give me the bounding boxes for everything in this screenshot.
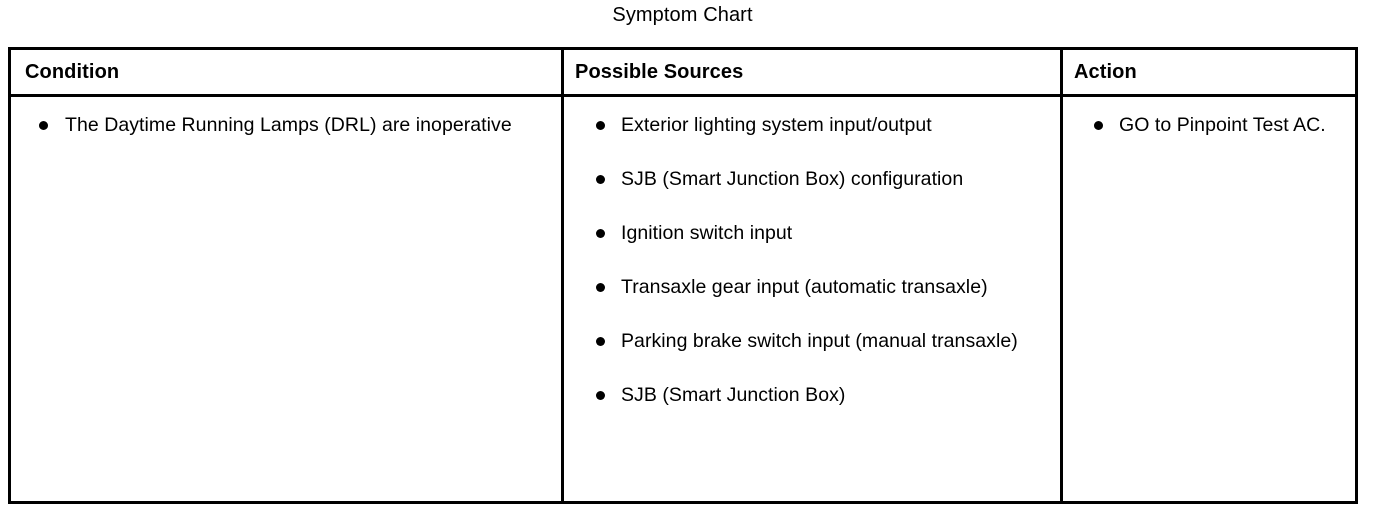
list-item-label: GO to Pinpoint Test AC. xyxy=(1119,114,1326,136)
list-item: Exterior lighting system input/output xyxy=(575,110,1060,140)
cell-possible-sources: Exterior lighting system input/output SJ… xyxy=(564,97,1060,501)
bullet-icon xyxy=(1094,121,1103,130)
action-list: GO to Pinpoint Test AC. xyxy=(1074,110,1355,140)
bullet-icon xyxy=(596,121,605,130)
table-row: The Daytime Running Lamps (DRL) are inop… xyxy=(11,97,1355,501)
bullet-icon xyxy=(39,121,48,130)
header-separator-line xyxy=(11,94,1355,97)
bullet-icon xyxy=(596,337,605,346)
cell-action: GO to Pinpoint Test AC. xyxy=(1063,97,1355,501)
table-header-row: Condition Possible Sources Action xyxy=(11,50,1355,94)
list-item: SJB (Smart Junction Box) xyxy=(575,380,1060,410)
list-item-label: Ignition switch input xyxy=(621,222,793,244)
bullet-icon xyxy=(596,391,605,400)
list-item-label: Parking brake switch input (manual trans… xyxy=(621,330,1018,352)
list-item-label: The Daytime Running Lamps (DRL) are inop… xyxy=(65,114,512,136)
column-header-possible-sources: Possible Sources xyxy=(575,60,744,83)
page-title: Symptom Chart xyxy=(612,4,753,26)
list-item: GO to Pinpoint Test AC. xyxy=(1074,110,1355,140)
bullet-icon xyxy=(596,229,605,238)
column-divider-2 xyxy=(1060,50,1063,501)
list-item-label: SJB (Smart Junction Box) configuration xyxy=(621,168,964,190)
list-item-label: SJB (Smart Junction Box) xyxy=(621,384,846,406)
column-divider-1 xyxy=(561,50,564,501)
possible-sources-list: Exterior lighting system input/output SJ… xyxy=(575,110,1060,410)
column-header-condition: Condition xyxy=(25,60,120,83)
list-item-label: Transaxle gear input (automatic transaxl… xyxy=(621,276,988,298)
list-item: Ignition switch input xyxy=(575,218,1060,248)
bullet-icon xyxy=(596,175,605,184)
list-item: SJB (Smart Junction Box) configuration xyxy=(575,164,1060,194)
column-header-action: Action xyxy=(1074,60,1137,83)
condition-list: The Daytime Running Lamps (DRL) are inop… xyxy=(11,110,561,140)
cell-condition: The Daytime Running Lamps (DRL) are inop… xyxy=(11,97,561,501)
bullet-icon xyxy=(596,283,605,292)
list-item: The Daytime Running Lamps (DRL) are inop… xyxy=(11,110,561,140)
list-item: Transaxle gear input (automatic transaxl… xyxy=(575,272,1060,302)
list-item: Parking brake switch input (manual trans… xyxy=(575,326,1060,356)
symptom-chart-table: Condition Possible Sources Action The Da… xyxy=(8,47,1358,504)
list-item-label: Exterior lighting system input/output xyxy=(621,114,932,136)
